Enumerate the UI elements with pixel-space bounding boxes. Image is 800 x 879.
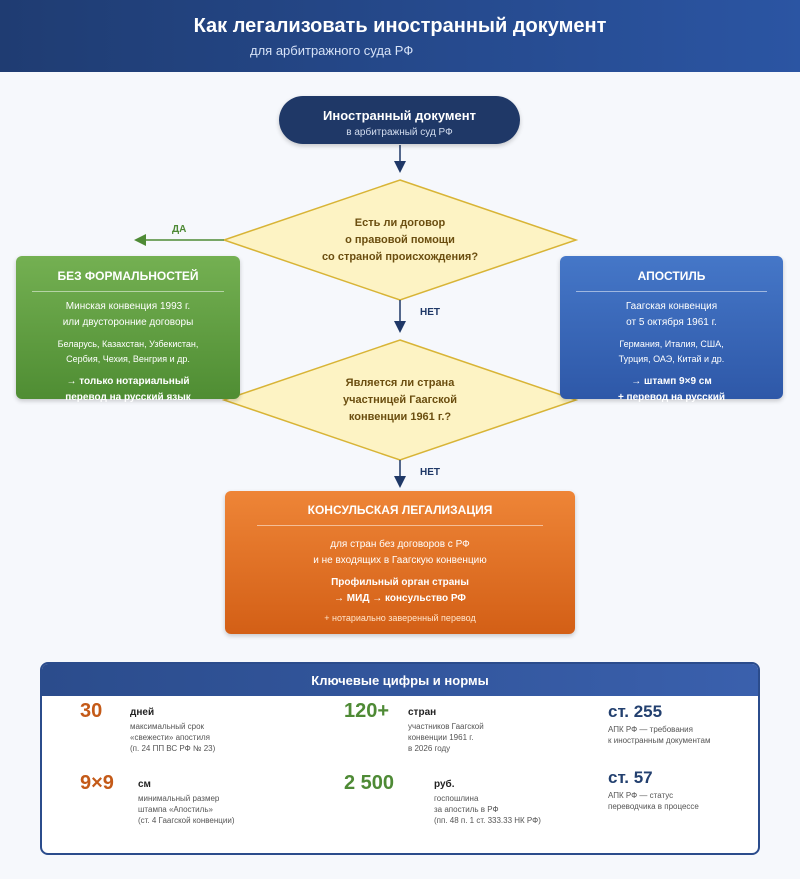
- basis-line1: Минская конвенция 1993 г.: [65, 301, 191, 312]
- header-banner: Как легализовать иностранный документ дл…: [0, 0, 800, 72]
- no-formalities-result: → только нотариальный перевод на русский…: [16, 374, 240, 406]
- stat-desc-line1: АПК РФ — требования: [608, 725, 693, 734]
- no-formalities-basis: Минская конвенция 1993 г. или двусторонн…: [16, 299, 240, 331]
- result-line1: → только нотариальный: [66, 376, 190, 387]
- start-title: Иностранный документ: [323, 108, 476, 123]
- yes-label: ДА: [172, 224, 187, 235]
- stat-description: максимальный срок «свежести» апостиля (п…: [130, 721, 215, 754]
- consular-desc: для стран без договоров с РФ и не входящ…: [225, 537, 575, 569]
- no-label-2: НЕТ: [420, 467, 440, 478]
- stat-number: ст. 255: [608, 702, 663, 721]
- result-line2: + перевод на русский: [617, 392, 726, 403]
- no-formalities-title: БЕЗ ФОРМАЛЬНОСТЕЙ: [57, 269, 199, 283]
- stat-desc-line1: максимальный срок: [130, 722, 205, 731]
- no-formalities-card: БЕЗ ФОРМАЛЬНОСТЕЙ Минская конвенция 1993…: [16, 256, 240, 403]
- decision2-text: Является ли страна участницей Гаагской к…: [290, 375, 510, 426]
- basis-line2: или двусторонние договоры: [62, 317, 194, 328]
- no-label-1: НЕТ: [420, 307, 440, 318]
- apostille-basis: Гаагская конвенция от 5 октября 1961 г.: [560, 299, 783, 331]
- stat-description: участников Гаагской конвенции 1961 г. в …: [408, 721, 484, 754]
- stat-unit: дней: [130, 707, 155, 718]
- consular-note: + нотариально заверенный перевод: [324, 613, 476, 623]
- basis-line2: от 5 октября 1961 г.: [626, 317, 717, 328]
- apostille-card: АПОСТИЛЬ Гаагская конвенция от 5 октября…: [560, 256, 783, 403]
- start-node: Иностранный документ в арбитражный суд Р…: [279, 96, 520, 144]
- stat-desc-line3: (п. 24 ПП ВС РФ № 23): [130, 744, 216, 753]
- countries-line1: Беларусь, Казахстан, Узбекистан,: [57, 339, 199, 349]
- stat-description: АПК РФ — требования к иностранным докуме…: [608, 724, 710, 746]
- steps-line2: → МИД → консульство РФ: [334, 593, 466, 604]
- consular-title: КОНСУЛЬСКАЯ ЛЕГАЛИЗАЦИЯ: [307, 503, 493, 517]
- stat-number: 2 500: [344, 772, 395, 794]
- steps-line1: Профильный орган страны: [331, 577, 469, 588]
- stat-description: минимальный размер штампа «Апостиль» (ст…: [138, 793, 234, 826]
- decision1-text: Есть ли договор о правовой помощи со стр…: [290, 215, 510, 266]
- divider: [576, 291, 767, 292]
- decision2-line2: участницей Гаагской: [343, 394, 457, 406]
- stat-number: 30: [80, 700, 103, 722]
- stat-desc-line1: АПК РФ — статус: [608, 791, 674, 800]
- stat-number: ст. 57: [608, 768, 653, 787]
- countries-line2: Сербия, Чехия, Венгрия и др.: [66, 354, 190, 364]
- stat-description: госпошлина за апостиль в РФ (пп. 48 п. 1…: [434, 793, 541, 826]
- decision1-line3: со страной происхождения?: [321, 251, 479, 263]
- page-subtitle: для арбитражного суда РФ: [250, 43, 414, 58]
- stat-desc-line3: (пп. 48 п. 1 ст. 333.33 НК РФ): [434, 816, 541, 825]
- stat-number: 120+: [344, 700, 390, 722]
- stat-desc-line2: за апостиль в РФ: [434, 805, 499, 814]
- countries-line1: Германия, Италия, США,: [619, 339, 724, 349]
- stat-unit: стран: [408, 707, 437, 718]
- key-figures-title: Ключевые цифры и нормы: [42, 664, 758, 696]
- desc-line1: для стран без договоров с РФ: [330, 539, 470, 550]
- stat-unit: руб.: [434, 779, 455, 790]
- no-formalities-countries: Беларусь, Казахстан, Узбекистан, Сербия,…: [16, 337, 240, 367]
- result-line1: → штамп 9×9 см: [631, 376, 712, 387]
- stat-desc-line2: к иностранным документам: [608, 736, 711, 745]
- stat-desc-line2: «свежести» апостиля: [130, 733, 210, 742]
- decision1-line2: о правовой помощи: [345, 234, 455, 246]
- decision1-line1: Есть ли договор: [354, 217, 446, 229]
- apostille-title: АПОСТИЛЬ: [637, 269, 706, 283]
- result-line2: перевод на русский язык: [65, 392, 191, 403]
- stat-desc-line1: минимальный размер: [138, 794, 220, 803]
- decision2-line3: конвенции 1961 г.?: [348, 411, 452, 423]
- stat-desc-line2: переводчика в процессе: [608, 802, 699, 811]
- stat-desc-line2: конвенции 1961 г.: [408, 733, 474, 742]
- countries-line2: Турция, ОАЭ, Китай и др.: [618, 354, 725, 364]
- apostille-result: → штамп 9×9 см + перевод на русский: [560, 374, 783, 406]
- stat-desc-line2: штампа «Апостиль»: [138, 805, 213, 814]
- stat-unit: см: [138, 779, 151, 790]
- page-title: Как легализовать иностранный документ: [193, 15, 607, 37]
- stat-desc-line3: (ст. 4 Гаагской конвенции): [138, 816, 235, 825]
- stat-desc-line3: в 2026 году: [408, 744, 451, 753]
- desc-line2: и не входящих в Гаагскую конвенцию: [313, 555, 487, 566]
- consular-steps: Профильный орган страны → МИД → консульс…: [225, 575, 575, 607]
- decision2-line1: Является ли страна: [345, 377, 455, 389]
- stat-number: 9×9: [80, 772, 114, 794]
- divider: [32, 291, 224, 292]
- basis-line1: Гаагская конвенция: [625, 301, 718, 312]
- stat-desc-line1: госпошлина: [434, 794, 479, 803]
- stat-desc-line1: участников Гаагской: [408, 722, 484, 731]
- stat-description: АПК РФ — статус переводчика в процессе: [608, 790, 699, 812]
- key-figures-panel: Ключевые цифры и нормы 30 дней максималь…: [40, 662, 760, 855]
- consular-card: КОНСУЛЬСКАЯ ЛЕГАЛИЗАЦИЯ для стран без до…: [225, 491, 575, 634]
- start-subtitle: в арбитражный суд РФ: [346, 127, 453, 138]
- divider: [257, 525, 543, 526]
- apostille-countries: Германия, Италия, США, Турция, ОАЭ, Кита…: [560, 337, 783, 367]
